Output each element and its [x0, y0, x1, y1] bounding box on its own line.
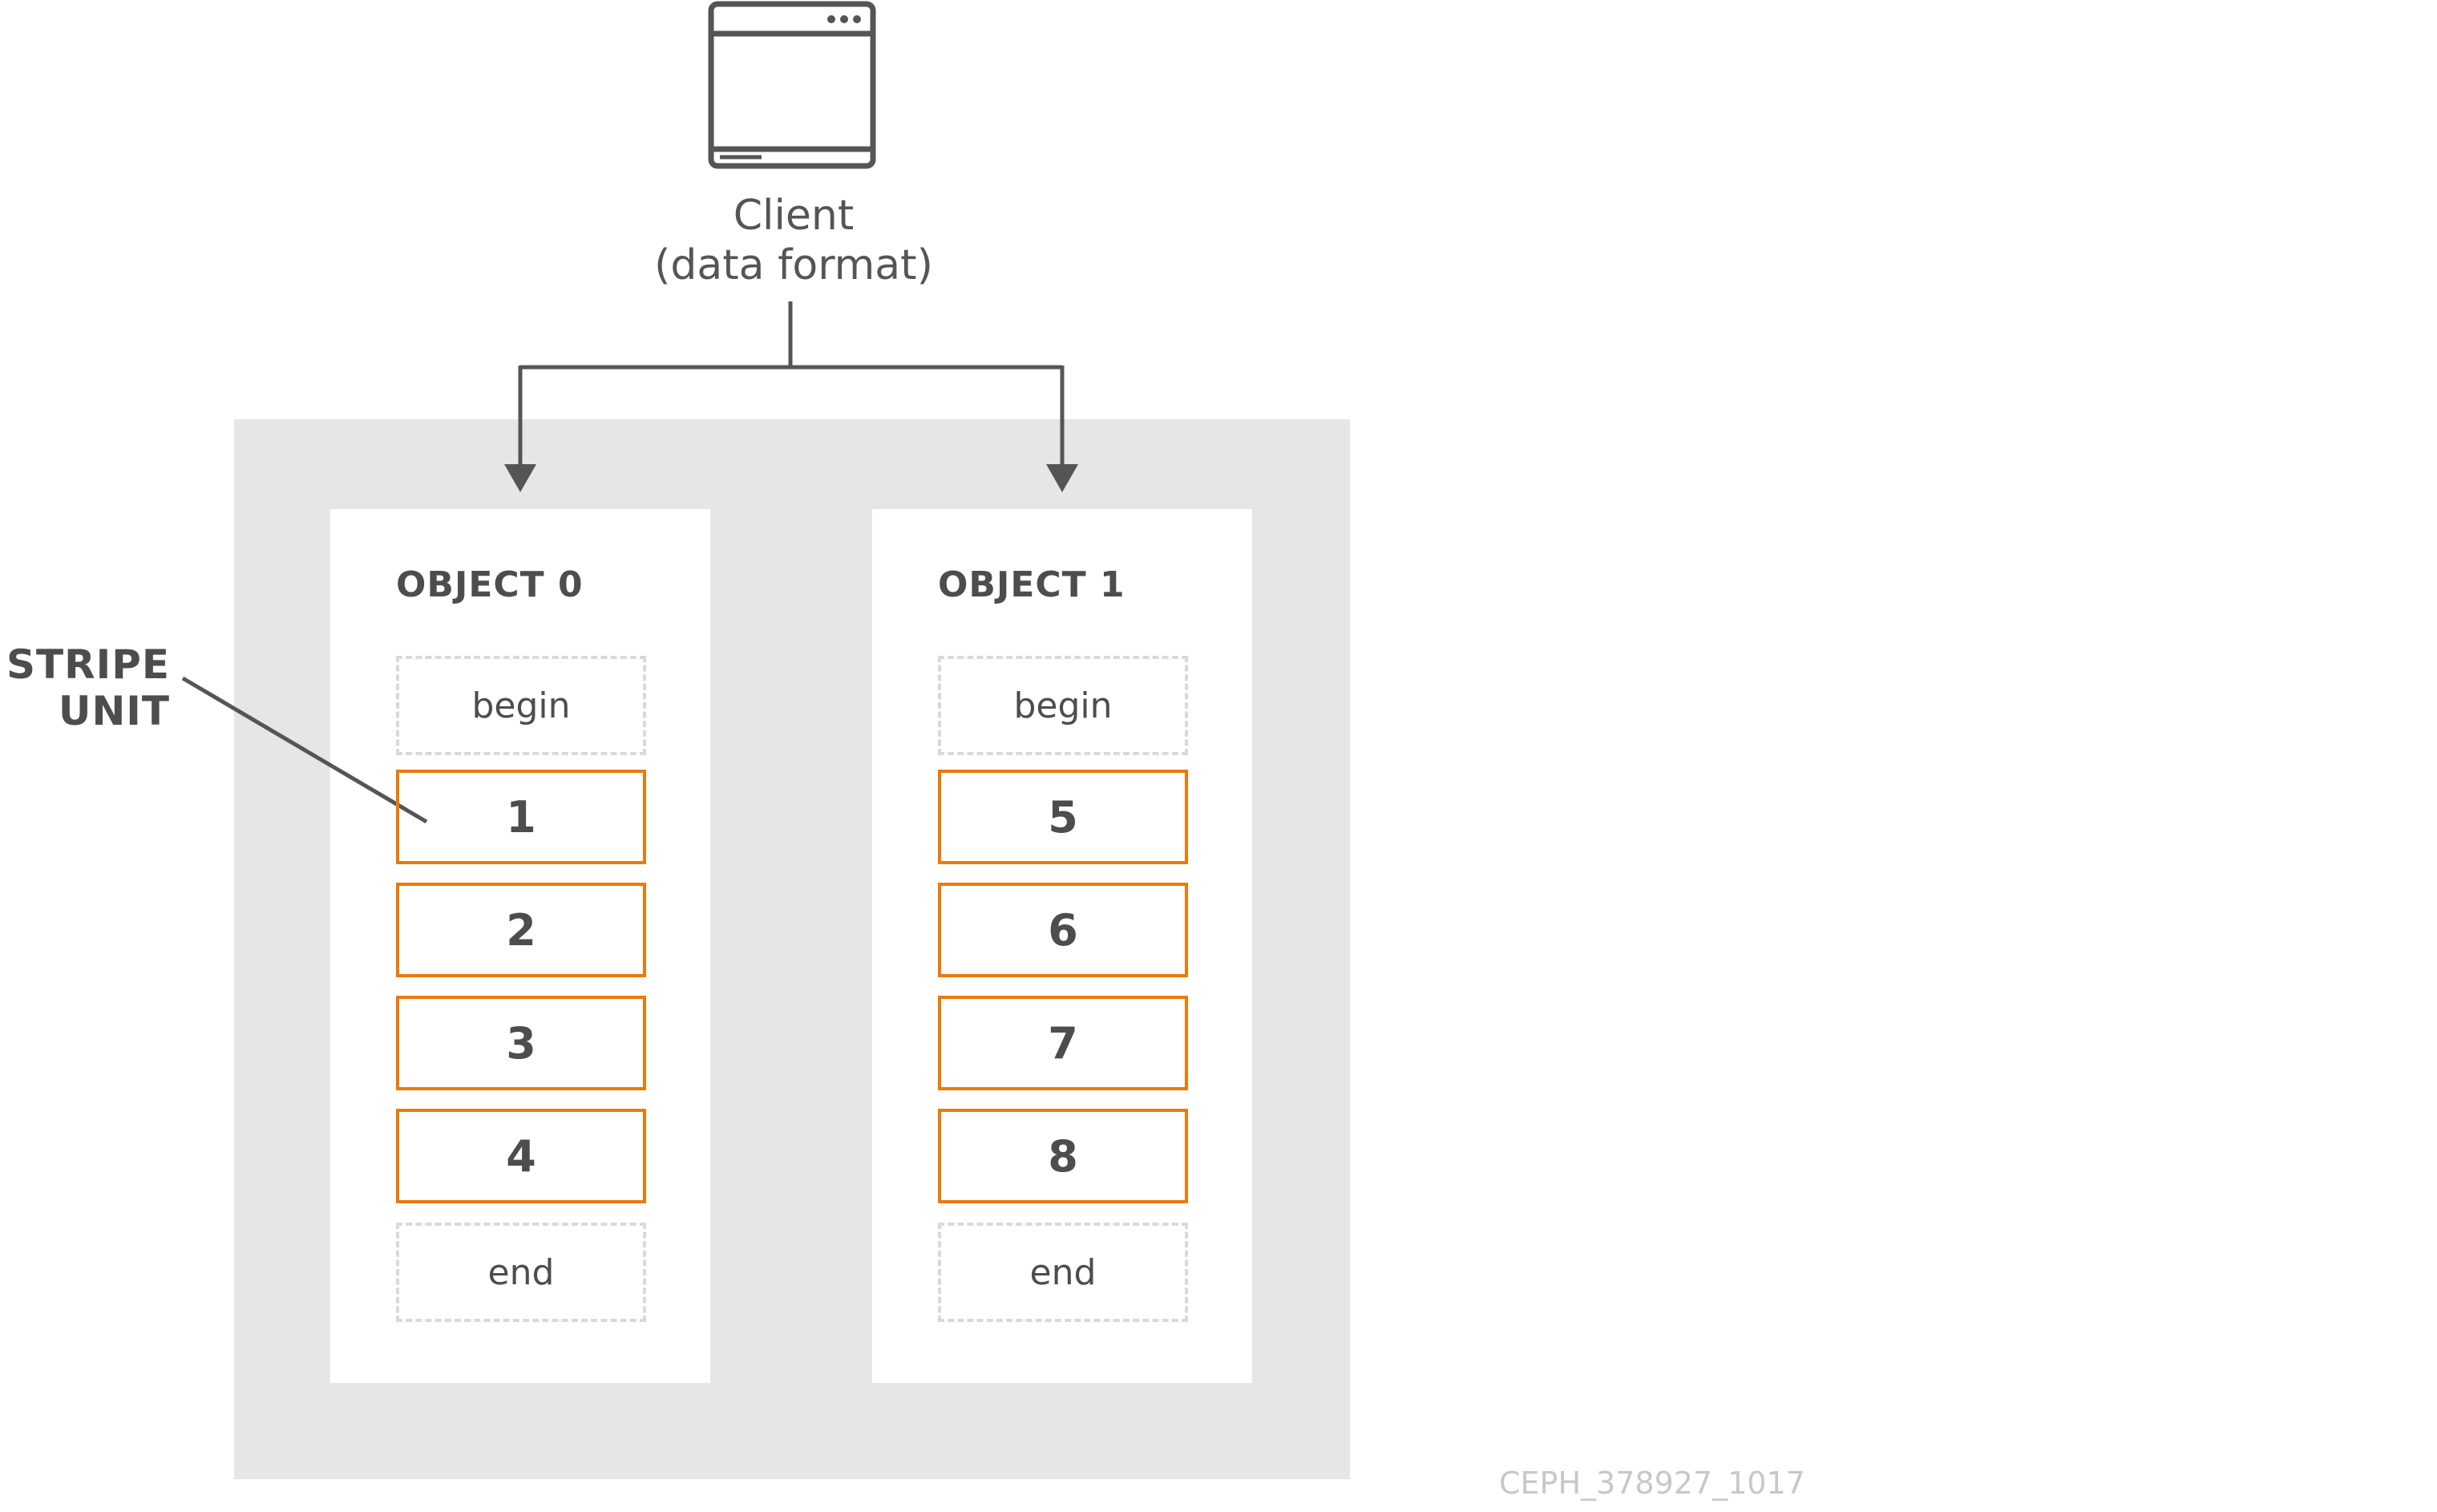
stripe-unit-callout-label: STRIPE UNIT: [0, 641, 170, 734]
client-connector: [518, 301, 1065, 469]
object-1-begin: begin: [938, 656, 1188, 755]
object-0-panel: [330, 509, 710, 1383]
stripe-unit-callout-line2: UNIT: [58, 688, 170, 734]
stripe-unit-3: 3: [396, 996, 646, 1090]
stripe-unit-1: 1: [396, 770, 646, 864]
arrow-to-object-1-icon: [1046, 464, 1078, 492]
stripe-unit-callout-line: [181, 676, 428, 824]
stripe-unit-4: 4: [396, 1109, 646, 1203]
object-1-panel: [872, 509, 1252, 1383]
client-subtitle: (data format): [654, 241, 933, 289]
client-title: Client: [733, 192, 855, 240]
object-1-end: end: [938, 1223, 1188, 1322]
stripe-unit-6: 6: [938, 883, 1188, 977]
browser-window-icon: [708, 1, 876, 169]
stripe-unit-7: 7: [938, 996, 1188, 1090]
object-0-end: end: [396, 1223, 646, 1322]
arrow-to-object-0-icon: [504, 464, 536, 492]
object-0-begin: begin: [396, 656, 646, 755]
object-1-title: OBJECT 1: [938, 564, 1126, 605]
stripe-unit-2: 2: [396, 883, 646, 977]
stripe-unit-5: 5: [938, 770, 1188, 864]
object-0-title: OBJECT 0: [396, 564, 584, 605]
figure-id-watermark: CEPH_378927_1017: [1499, 1466, 1805, 1501]
stripe-unit-8: 8: [938, 1109, 1188, 1203]
stripe-unit-callout-line1: STRIPE: [6, 641, 170, 688]
